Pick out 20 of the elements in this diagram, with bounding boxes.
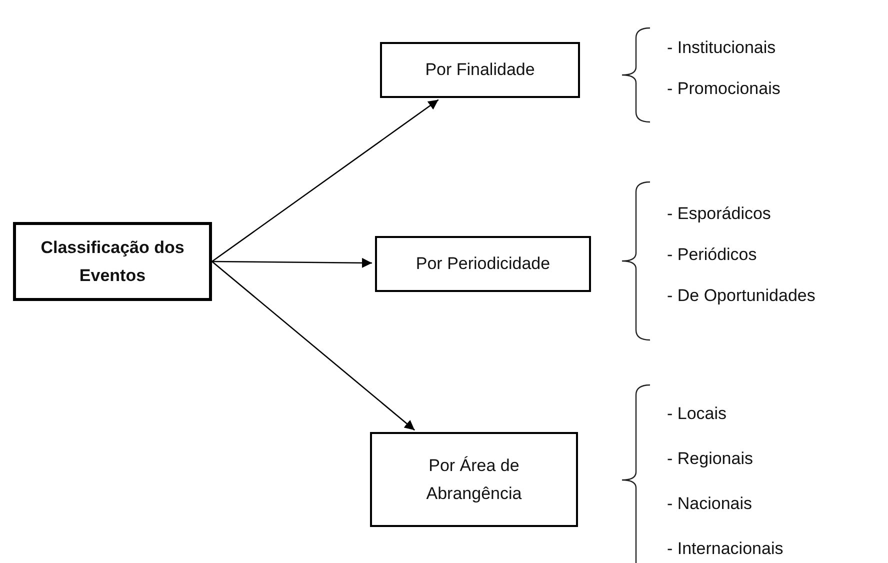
category-box bbox=[380, 42, 580, 98]
list-item: - Promocionais bbox=[667, 79, 780, 99]
box-label: Por Área de Abrangência bbox=[425, 455, 523, 504]
list-item: - Regionais bbox=[667, 449, 753, 469]
box-label: Classificação dos Eventos bbox=[40, 237, 186, 286]
list-item: - Institucionais bbox=[667, 38, 776, 58]
list-item: - Locais bbox=[667, 404, 727, 424]
box-label: Por Periodicidade bbox=[414, 253, 552, 276]
list-item: - Esporádicos bbox=[667, 204, 771, 224]
arrow bbox=[212, 99, 439, 262]
arrow bbox=[212, 258, 372, 268]
list-item: - Nacionais bbox=[667, 494, 752, 514]
list-item: - Periódicos bbox=[667, 245, 757, 265]
arrow bbox=[212, 261, 416, 431]
list-item: - De Oportunidades bbox=[667, 286, 816, 306]
category-box bbox=[375, 236, 591, 292]
box-label: Por Finalidade bbox=[424, 59, 536, 82]
root-box bbox=[13, 222, 212, 301]
list-item: - Internacionais bbox=[667, 539, 784, 559]
category-box bbox=[370, 432, 578, 527]
